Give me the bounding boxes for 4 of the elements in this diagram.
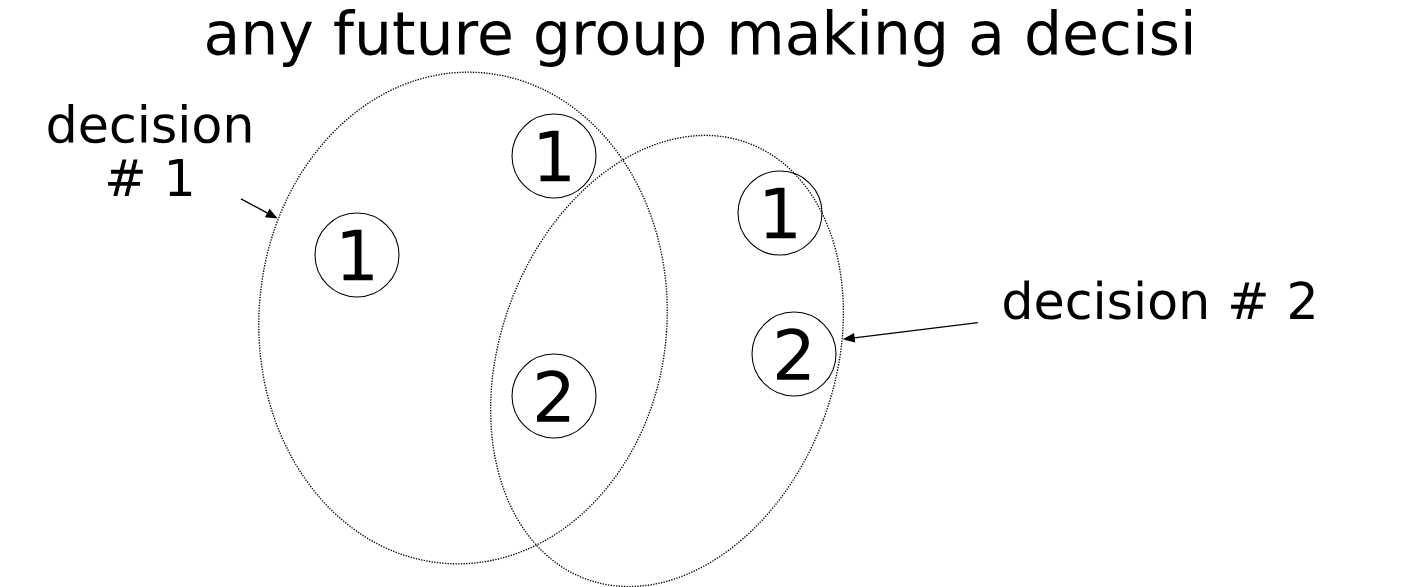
annotation-text: decision # 1 xyxy=(48,104,251,196)
dotted-ellipse xyxy=(258,71,668,565)
annotation-text: decision # 2 xyxy=(1004,280,1314,320)
title: any future group making a decisi xyxy=(207,8,1191,68)
